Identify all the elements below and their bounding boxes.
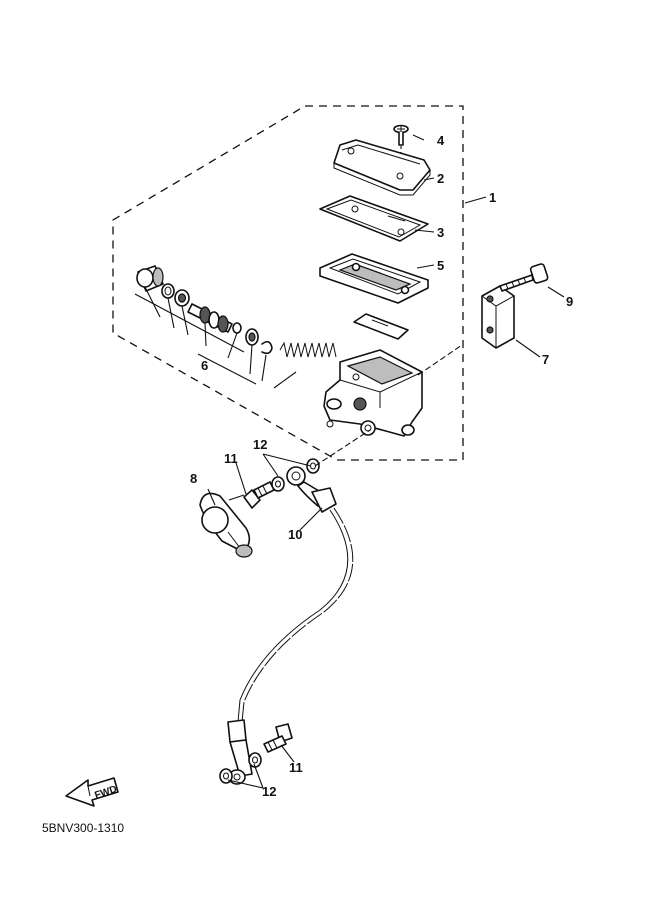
- kit-washer: [174, 289, 190, 307]
- callout-gasket-top: 12: [253, 437, 267, 452]
- master-cylinder-kit-parts: [134, 265, 337, 389]
- brake-hose-part: [227, 466, 354, 785]
- gasket-top-a: [271, 476, 285, 492]
- union-bolt-top-part: [243, 481, 275, 509]
- kit-piston: [187, 303, 242, 334]
- callout-hose: 10: [288, 527, 302, 542]
- kit-spring: [279, 341, 337, 358]
- kit-circlip: [161, 283, 175, 299]
- callout-boot: 8: [190, 471, 197, 486]
- float-plate-part: [353, 313, 409, 340]
- callout-union-bolt-bottom: 11: [289, 760, 303, 775]
- callout-diaphragm: 3: [437, 225, 444, 240]
- callout-holder-half: 7: [542, 352, 549, 367]
- callout-screw: 4: [437, 133, 445, 148]
- master-cylinder-body: [323, 349, 423, 437]
- holder-bolt-part: [499, 263, 549, 292]
- callout-holder: 5: [437, 258, 444, 273]
- holder-part: [481, 285, 515, 349]
- kit-clip: [261, 340, 273, 355]
- callout-union-bolt-top: 11: [224, 451, 238, 466]
- boot-part: [199, 492, 253, 558]
- reservoir-cover-part: [333, 139, 431, 196]
- diaphragm-part: [319, 195, 429, 242]
- kit-cup: [136, 265, 164, 292]
- gasket-bottom-part: [248, 752, 262, 768]
- drawing-code: 5BNV300-1310: [42, 821, 124, 835]
- assembly-boundary: [112, 105, 464, 461]
- fwd-arrow-icon: FWD: [65, 777, 119, 807]
- callout-kit: 6: [201, 358, 208, 373]
- callout-assembly: 1: [489, 190, 496, 205]
- callout-cover: 2: [437, 171, 444, 186]
- kit-seal: [245, 328, 259, 346]
- callout-gasket-bottom: 12: [262, 784, 276, 799]
- callout-bolt-holder: 9: [566, 294, 573, 309]
- diaphragm-holder-part: [319, 253, 429, 304]
- gasket-bottom-b: [219, 768, 233, 784]
- union-bolt-bottom-part: [263, 723, 293, 753]
